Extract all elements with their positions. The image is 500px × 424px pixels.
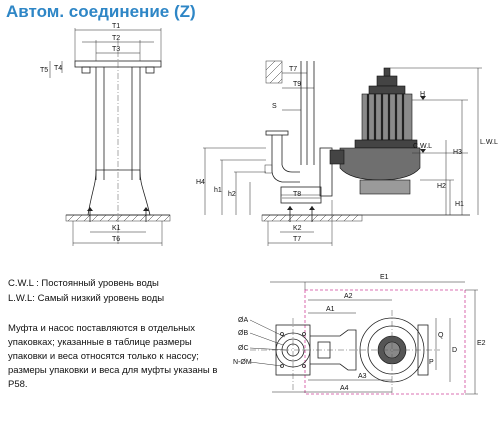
label-cwl: H [420, 91, 425, 98]
plan-view: E1 A2 A1 ØA ØB ØC N-ØM [233, 274, 486, 395]
dim-phiB: ØB [238, 330, 248, 337]
dim-K2: K2 [293, 225, 302, 232]
dim-H: L.W.L [480, 139, 498, 146]
dim-T1: T1 [112, 23, 120, 30]
label-lwl: C.W.L [413, 143, 432, 150]
dim-K1: K1 [112, 225, 121, 232]
dim-E2: E2 [477, 340, 486, 347]
dim-T7: T7 [289, 66, 297, 73]
side-view: H C.W.L T7 T9 S T8 K2 T7 [196, 60, 498, 246]
front-view: T1 T2 T3 T5 T4 K1 T6 [40, 23, 171, 246]
dim-Q: Q [438, 332, 444, 339]
package-outline [304, 289, 466, 395]
dim-A3: A3 [358, 373, 367, 380]
dim-T3: T3 [112, 46, 120, 53]
dim-T8: T8 [293, 191, 301, 198]
legend-lwl: L.W.L: Самый низкий уровень воды [8, 293, 165, 304]
legend-cwl: C.W.L : Постоянный уровень воды [8, 278, 159, 289]
dim-phiA: ØA [238, 317, 248, 324]
dim-T7-bottom: T7 [293, 236, 301, 243]
dim-N-phiM: N-ØM [233, 359, 252, 366]
duckfoot-base [87, 169, 151, 216]
dim-T5: T5 [40, 67, 48, 74]
dim-H2: H2 [437, 183, 446, 190]
dim-T9: T9 [293, 81, 301, 88]
page-title: Автом. соединение (Z) [6, 2, 196, 21]
dim-A4: A4 [340, 385, 349, 392]
packaging-note: Муфта и насос поставляются в отдельных у… [8, 323, 218, 390]
dim-T6: T6 [112, 236, 120, 243]
dim-H1: H1 [455, 201, 464, 208]
dim-A2: A2 [344, 293, 353, 300]
dim-H3: H3 [453, 149, 462, 156]
dim-P: P [429, 359, 434, 366]
dim-E1: E1 [380, 274, 389, 281]
dim-T4: T4 [54, 65, 62, 72]
dim-S: S [272, 103, 277, 110]
dim-A1: A1 [326, 306, 335, 313]
pump-illustration [329, 67, 421, 195]
dim-H4: H4 [196, 179, 205, 186]
dim-h2: h2 [228, 191, 236, 198]
dim-h1: h1 [214, 187, 222, 194]
dim-T2: T2 [112, 35, 120, 42]
dim-D: D [452, 347, 457, 354]
dim-phiC: ØC [238, 345, 249, 352]
